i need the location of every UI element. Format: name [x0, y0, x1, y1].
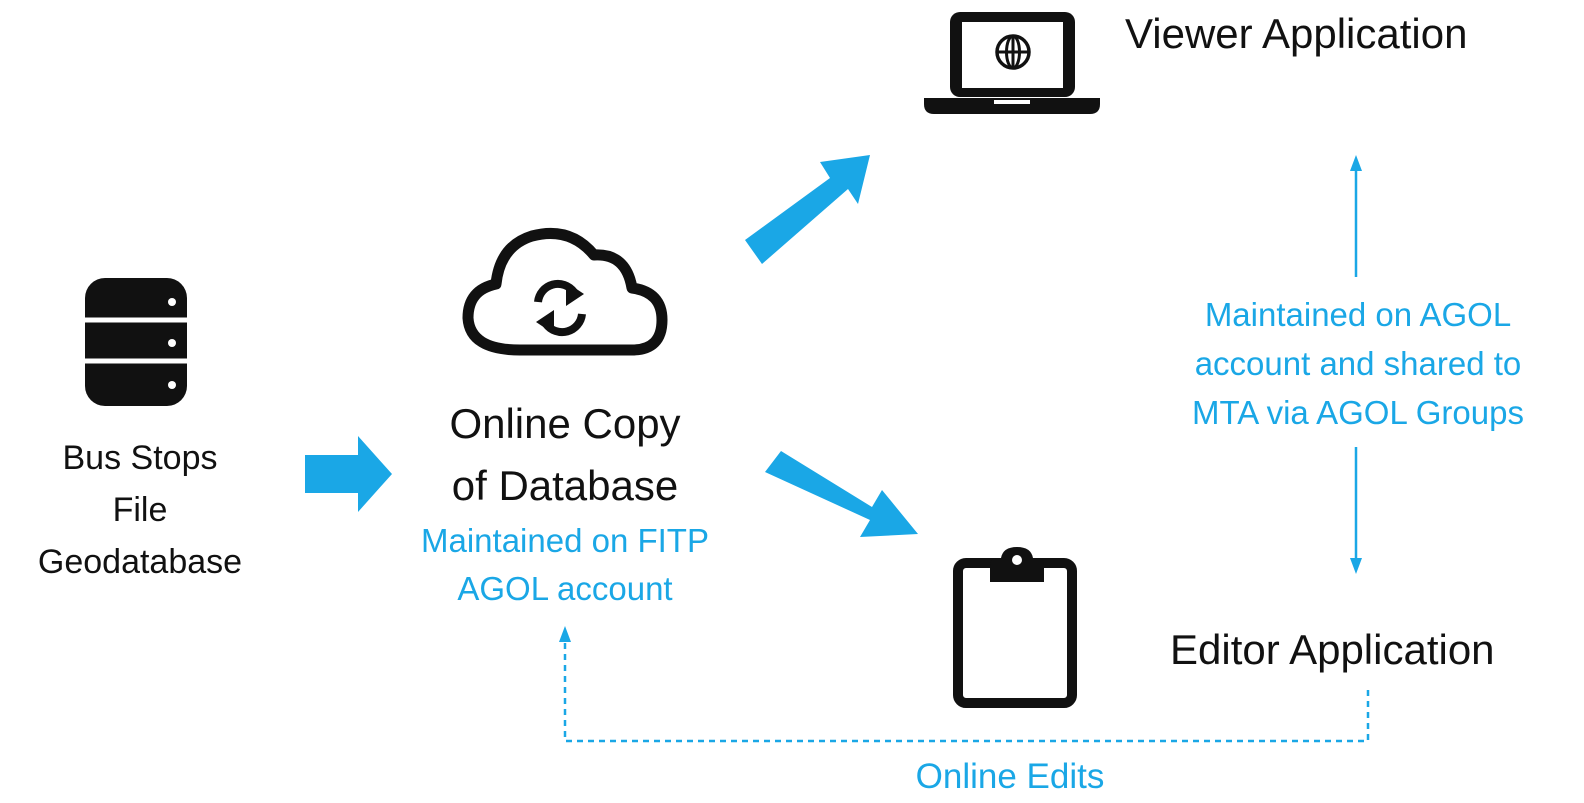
arrow-to-cloud [305, 436, 392, 512]
source-label-line: Bus Stops [62, 439, 218, 477]
sharing-note-line: MTA via AGOL Groups [1192, 394, 1524, 431]
source-label-line: File [112, 491, 168, 529]
sharing-note-line: Maintained on AGOL [1204, 296, 1512, 333]
viewer-title-text: Viewer Application [1125, 10, 1468, 57]
editor-title-text: Editor Application [1170, 626, 1495, 673]
online-copy-note-line: AGOL account [457, 570, 673, 607]
arrow-to-editor [765, 451, 918, 537]
editor-title: Editor Application [1170, 624, 1580, 676]
database-icon [85, 278, 187, 406]
sharing-note: Maintained on AGOL account and shared to… [1160, 290, 1556, 437]
source-label-line: Geodatabase [37, 543, 243, 581]
online-copy-title-line: Online Copy [449, 400, 681, 447]
sharing-connector [1350, 155, 1362, 574]
online-edits-connector [559, 626, 1370, 743]
clipboard-icon [953, 547, 1077, 708]
sharing-note-line: account and shared to [1194, 345, 1522, 382]
arrow-to-viewer [745, 155, 870, 264]
online-copy-title: Online Copy of Database [405, 393, 725, 517]
online-edits-label-text: Online Edits [915, 757, 1105, 796]
viewer-title: Viewer Application [1125, 8, 1545, 60]
laptop-globe-icon [924, 12, 1100, 114]
online-copy-note-line: Maintained on FITP [421, 522, 709, 559]
online-copy-note: Maintained on FITP AGOL account [385, 517, 745, 613]
online-edits-label: Online Edits [860, 755, 1160, 799]
source-label: Bus Stops File Geodatabase [10, 432, 270, 588]
online-copy-title-line: of Database [451, 462, 679, 509]
cloud-sync-icon [462, 227, 668, 356]
